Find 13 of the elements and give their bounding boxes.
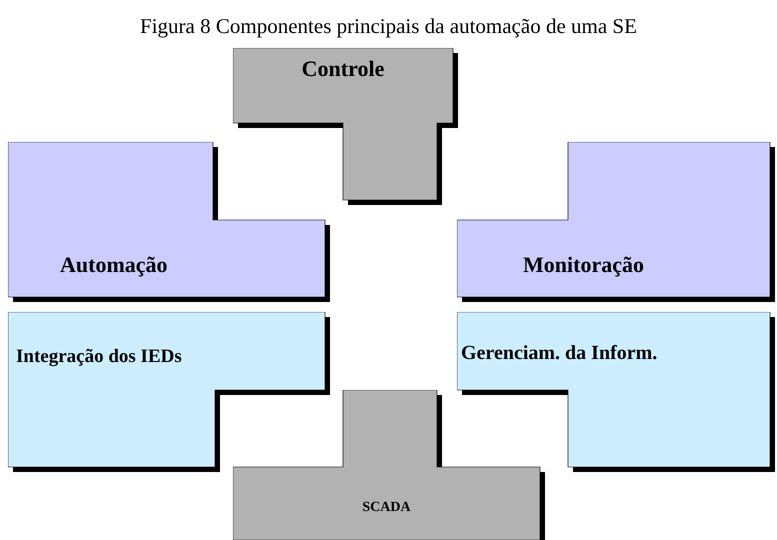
figure-caption: Figura 8 Componentes principais da automação de uma SE bbox=[139, 14, 638, 39]
block-label: Gerenciam. da Inform. bbox=[461, 342, 658, 365]
block-label: Automação bbox=[60, 252, 168, 278]
control-block bbox=[233, 48, 459, 206]
information-block bbox=[457, 312, 776, 473]
automation-block bbox=[8, 142, 331, 303]
block-label: Monitoração bbox=[523, 252, 644, 278]
block-label: Integração dos IEDs bbox=[16, 346, 182, 368]
integration-block bbox=[8, 312, 331, 473]
monitoring-block bbox=[457, 142, 776, 303]
block-label: Controle bbox=[300, 56, 386, 82]
block-label: SCADA bbox=[361, 500, 412, 516]
scada-block bbox=[233, 390, 546, 540]
